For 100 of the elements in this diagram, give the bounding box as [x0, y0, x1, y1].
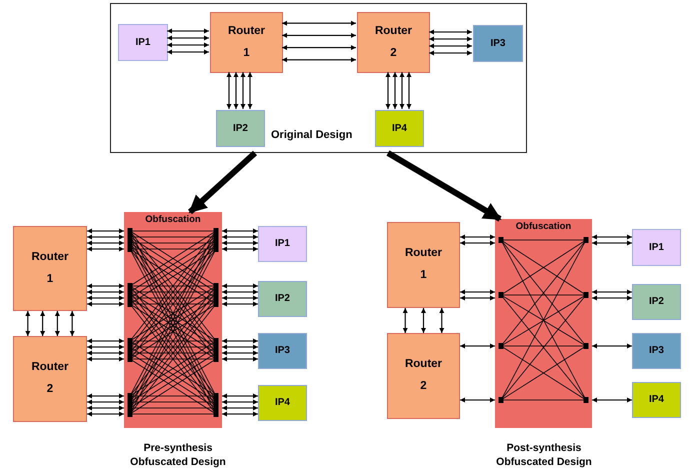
arrow	[592, 240, 632, 246]
arrow	[87, 296, 124, 300]
arrow	[222, 400, 258, 404]
box-label: IP1	[135, 36, 150, 48]
arrow	[222, 394, 258, 398]
arrow	[87, 412, 124, 416]
arrow	[222, 344, 258, 350]
arrow	[386, 150, 502, 222]
arrow	[226, 72, 232, 109]
arrow	[234, 72, 238, 109]
arrow	[429, 44, 472, 48]
ip-box	[216, 110, 265, 147]
box-label: Router 2	[404, 357, 442, 394]
arrow	[592, 344, 632, 348]
arrow	[222, 246, 258, 252]
arrow	[87, 284, 124, 288]
router-box	[387, 333, 460, 419]
arrow	[87, 356, 124, 362]
ip-box	[258, 226, 307, 262]
arrow	[460, 240, 495, 246]
arrow	[54, 311, 60, 336]
ip-box	[632, 284, 681, 320]
arrow	[592, 234, 632, 240]
arrow	[87, 290, 124, 294]
arrow	[222, 350, 258, 356]
arrow	[592, 290, 632, 294]
arrow	[222, 290, 258, 294]
box-label: IP4	[274, 397, 290, 409]
box-label: IP2	[274, 293, 290, 305]
router-box	[387, 222, 460, 308]
arrow	[25, 311, 30, 336]
box-label: IP4	[648, 394, 664, 406]
arrow	[222, 234, 258, 240]
arrow	[87, 406, 124, 410]
ip-box	[258, 385, 307, 421]
design-title: Original Design	[271, 129, 352, 142]
arrow	[87, 400, 124, 404]
arrow	[87, 394, 124, 398]
arrow	[460, 290, 495, 294]
arrow	[167, 36, 209, 40]
arrow	[429, 36, 472, 42]
arrow	[87, 228, 124, 234]
arrow	[240, 72, 246, 109]
arrow	[87, 234, 124, 240]
arrow	[87, 240, 124, 246]
box-label: Router 2	[374, 24, 412, 60]
ip-box	[118, 24, 168, 61]
box-label: IP4	[392, 122, 407, 134]
arrow	[87, 350, 124, 356]
panel-caption: Post-synthesis Obfuscated Design	[495, 441, 593, 470]
arrow	[282, 45, 356, 50]
arrow	[40, 311, 46, 336]
box-label: Router 2	[31, 360, 69, 397]
arrow	[386, 72, 390, 109]
arrow	[222, 412, 258, 416]
arrow	[222, 406, 258, 410]
ip-box	[258, 281, 307, 317]
arrow	[282, 57, 356, 62]
arrow	[222, 240, 258, 246]
arrow	[282, 20, 356, 26]
ip-box	[632, 382, 681, 418]
box-label: IP3	[274, 345, 290, 357]
arrow	[592, 398, 632, 402]
arrow	[248, 72, 252, 109]
arrow	[70, 311, 75, 336]
box-label: IP2	[648, 296, 664, 308]
arrow	[402, 308, 408, 333]
ip-box	[473, 25, 523, 62]
arrow	[167, 42, 209, 48]
box-label: IP1	[648, 242, 664, 254]
arrow	[87, 246, 124, 252]
obfuscation-box	[495, 219, 592, 428]
arrow	[460, 344, 495, 348]
box-label: Router 1	[404, 246, 442, 283]
box-label: Obfuscation	[516, 221, 572, 232]
arrow	[400, 72, 404, 109]
box-label: Obfuscation	[145, 214, 201, 226]
ip-box	[632, 333, 681, 369]
arrow	[282, 32, 356, 38]
arrow	[460, 398, 495, 402]
arrow	[222, 302, 258, 306]
router-box	[210, 12, 283, 73]
router-box	[13, 226, 87, 311]
design-frame	[110, 3, 527, 153]
arrow	[421, 308, 426, 333]
arrow	[460, 234, 495, 240]
arrow	[222, 284, 258, 288]
box-label: IP3	[490, 38, 506, 50]
box-label: IP2	[232, 122, 248, 134]
arrow	[167, 50, 209, 54]
arrow	[439, 308, 444, 333]
box-label: Router 1	[31, 250, 69, 286]
arrow	[460, 296, 495, 300]
router-box	[13, 336, 87, 422]
arrow	[592, 296, 632, 300]
arrow	[222, 228, 258, 234]
arrow	[87, 344, 124, 350]
ip-box	[375, 110, 424, 147]
arrow	[222, 356, 258, 362]
arrow	[222, 338, 258, 344]
